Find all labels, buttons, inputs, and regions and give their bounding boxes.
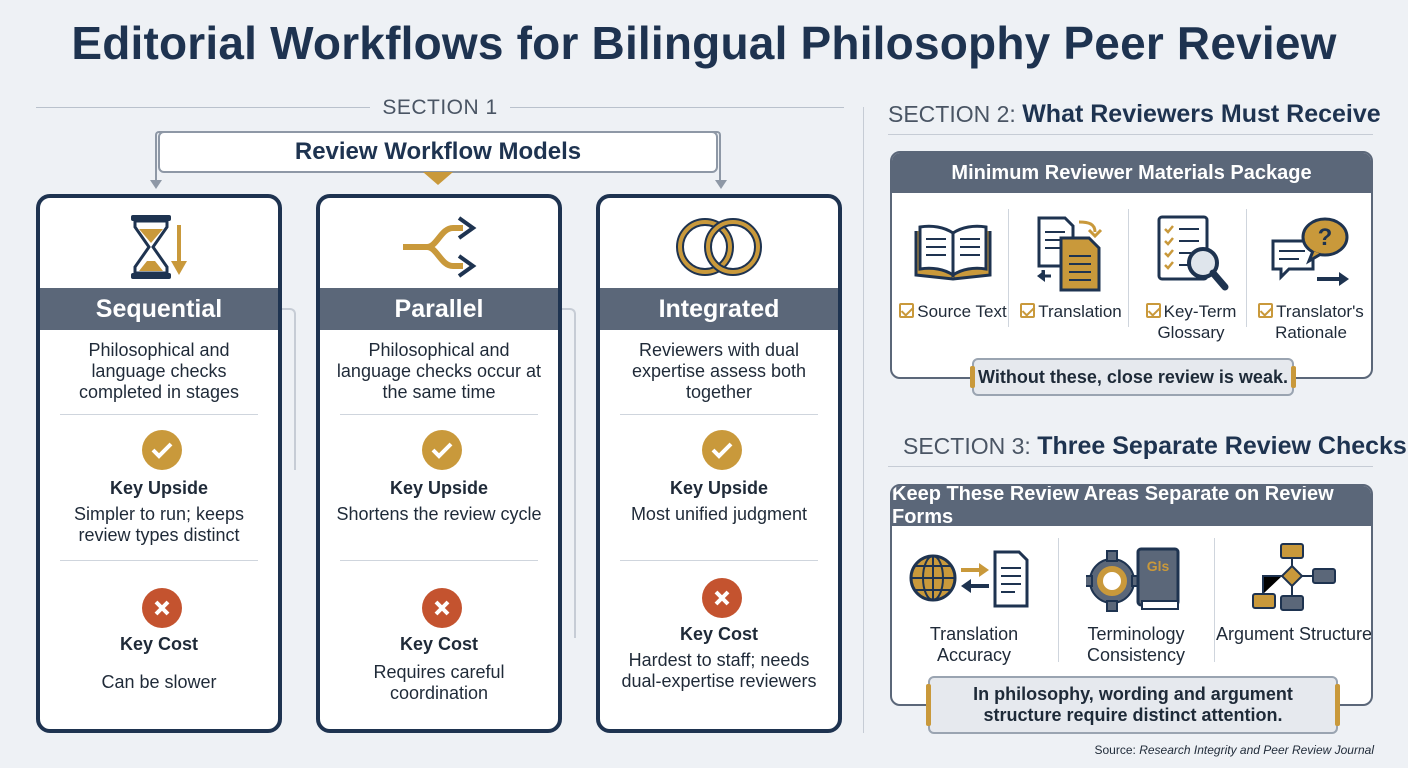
divider: [60, 560, 258, 561]
review-checks-note: In philosophy, wording and argument stru…: [926, 676, 1340, 734]
document-translation-icon: [1012, 209, 1130, 297]
x-circle-icon: [422, 588, 462, 628]
divider: [1128, 209, 1129, 327]
open-book-icon: [894, 209, 1012, 297]
section1-rule-left: [36, 107, 370, 108]
checkbox-checked-icon: [1145, 303, 1161, 318]
check-circle-icon: [702, 430, 742, 470]
arrow-down-icon: [150, 180, 162, 189]
flowchart-icon: [1214, 538, 1371, 618]
material-item-translation: Translation: [1012, 209, 1130, 337]
source-name: Research Integrity and Peer Review Journ…: [1139, 743, 1374, 757]
section1-rule-right: [510, 107, 844, 108]
arrow-down-icon: [715, 180, 727, 189]
review-checks-panel: Keep These Review Areas Separate on Revi…: [890, 484, 1373, 706]
source-citation: Source: Research Integrity and Peer Revi…: [1095, 743, 1375, 757]
material-item-translators-rationale: ? Translator's Rationale: [1252, 209, 1370, 342]
svg-text:?: ?: [1318, 224, 1333, 251]
upside-heading: Key Upside: [109, 478, 209, 498]
section3-rule: [888, 466, 1373, 467]
source-prefix: Source:: [1094, 743, 1136, 757]
material-label: Translator's Rationale: [1275, 302, 1364, 342]
upside-text: Shortens the review cycle: [336, 504, 542, 524]
check-item-label: Terminology Consistency: [1086, 624, 1186, 665]
workflow-card-integrated: Integrated Reviewers with dual expertise…: [596, 194, 842, 733]
section2-rule: [888, 134, 1373, 135]
divider: [620, 414, 818, 415]
material-label: Source Text: [917, 302, 1007, 321]
divider: [1246, 209, 1247, 327]
card-title: Sequential: [40, 288, 278, 330]
materials-panel: Minimum Reviewer Materials Package Sourc…: [890, 151, 1373, 379]
material-label: Translation: [1038, 302, 1122, 321]
material-item-key-term-glossary: Key-Term Glossary: [1132, 209, 1250, 342]
materials-note: Without these, close review is weak.: [970, 358, 1296, 396]
upside-text: Most unified judgment: [630, 504, 808, 524]
card-title: Parallel: [320, 288, 558, 330]
card-connector: [560, 308, 576, 638]
workflow-card-sequential: Sequential Philosophical and language ch…: [36, 194, 282, 733]
card-connector: [280, 308, 296, 470]
hourglass-icon: [40, 206, 278, 288]
materials-panel-title: Minimum Reviewer Materials Package: [892, 153, 1371, 193]
cost-text: Can be slower: [101, 672, 217, 692]
check-item-label: Argument Structure: [1215, 624, 1373, 644]
section3-prefix: SECTION 3:: [903, 433, 1031, 459]
upside-text: Simpler to run; keeps review types disti…: [73, 504, 245, 545]
card-title: Integrated: [600, 288, 838, 330]
x-circle-icon: [142, 588, 182, 628]
split-arrows-icon: [320, 206, 558, 288]
review-checks-panel-title: Keep These Review Areas Separate on Revi…: [892, 486, 1371, 528]
check-circle-icon: [142, 430, 182, 470]
material-item-source-text: Source Text: [894, 209, 1012, 337]
checkbox-checked-icon: [1020, 303, 1036, 318]
upside-heading: Key Upside: [669, 478, 769, 498]
speech-bubble-question-icon: ?: [1252, 209, 1370, 297]
check-item-translation-accuracy: Translation Accuracy: [894, 538, 1054, 668]
upside-heading: Key Upside: [389, 478, 489, 498]
divider: [340, 560, 538, 561]
section-separator: [863, 107, 864, 733]
divider: [1008, 209, 1009, 327]
card-description: Reviewers with dual expertise assess bot…: [631, 340, 807, 402]
workflow-card-parallel: Parallel Philosophical and language chec…: [316, 194, 562, 733]
checkbox-checked-icon: [899, 303, 915, 318]
cost-text: Hardest to staff; needs dual-expertise r…: [621, 650, 817, 691]
checklist-magnifier-icon: [1132, 209, 1250, 297]
glossary-badge: Gls: [1147, 558, 1170, 574]
check-item-terminology-consistency: Gls Terminology Consistency: [1056, 538, 1216, 668]
globe-document-icon: [894, 538, 1054, 618]
card-description: Philosophical and language checks occur …: [336, 340, 542, 402]
models-title: Review Workflow Models: [158, 131, 718, 173]
gear-glossary-icon: Gls: [1056, 538, 1216, 618]
section2-prefix: SECTION 2:: [888, 101, 1016, 127]
check-circle-icon: [422, 430, 462, 470]
divider: [60, 414, 258, 415]
divider: [1058, 538, 1059, 662]
divider: [620, 560, 818, 561]
page-title: Editorial Workflows for Bilingual Philos…: [71, 17, 1337, 69]
checkbox-checked-icon: [1258, 303, 1274, 318]
interlocking-rings-icon: [600, 206, 838, 288]
check-item-argument-structure: Argument Structure: [1214, 538, 1373, 668]
cost-heading: Key Cost: [119, 634, 199, 654]
section1-label: SECTION 1: [382, 96, 498, 119]
cost-text: Requires careful coordination: [373, 662, 505, 703]
material-label: Key-Term Glossary: [1157, 302, 1237, 342]
divider: [340, 414, 538, 415]
x-circle-icon: [702, 578, 742, 618]
section3-title: Three Separate Review Checks: [1037, 432, 1407, 460]
cost-heading: Key Cost: [399, 634, 479, 654]
check-item-label: Translation Accuracy: [929, 624, 1019, 665]
divider: [1214, 538, 1215, 662]
card-description: Philosophical and language checks comple…: [78, 340, 240, 402]
pointer-triangle-icon: [423, 172, 453, 185]
section3-heading: SECTION 3: Three Separate Review Checks: [903, 432, 1407, 461]
cost-heading: Key Cost: [679, 624, 759, 644]
section2-title: What Reviewers Must Receive: [1022, 100, 1381, 128]
section2-heading: SECTION 2: What Reviewers Must Receive: [888, 100, 1381, 129]
